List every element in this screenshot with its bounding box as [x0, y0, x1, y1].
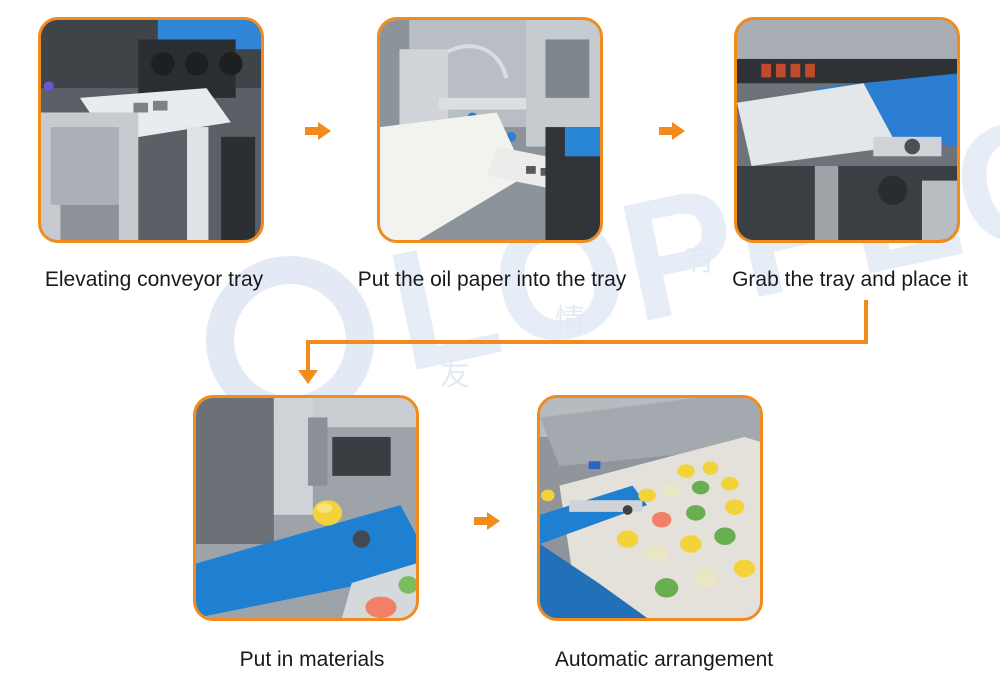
- arrow-down-icon: [298, 370, 318, 384]
- step-4-caption: Put in materials: [239, 648, 385, 671]
- step-1-photo: [38, 17, 264, 243]
- step-3-caption: Grab the tray and place it: [732, 268, 968, 291]
- step-1-caption: Elevating conveyor tray: [44, 268, 264, 291]
- step-5-caption: Automatic arrangement: [554, 648, 774, 671]
- step-2-caption: Put the oil paper into the tray: [357, 268, 627, 291]
- step-2-photo: [377, 17, 603, 243]
- arrow-right-icon: [474, 512, 500, 530]
- step-5-photo: [537, 395, 763, 621]
- step-4-photo: [193, 395, 419, 621]
- arrow-right-icon: [305, 122, 331, 140]
- arrow-right-icon: [659, 122, 685, 140]
- step-3-photo: [734, 17, 960, 243]
